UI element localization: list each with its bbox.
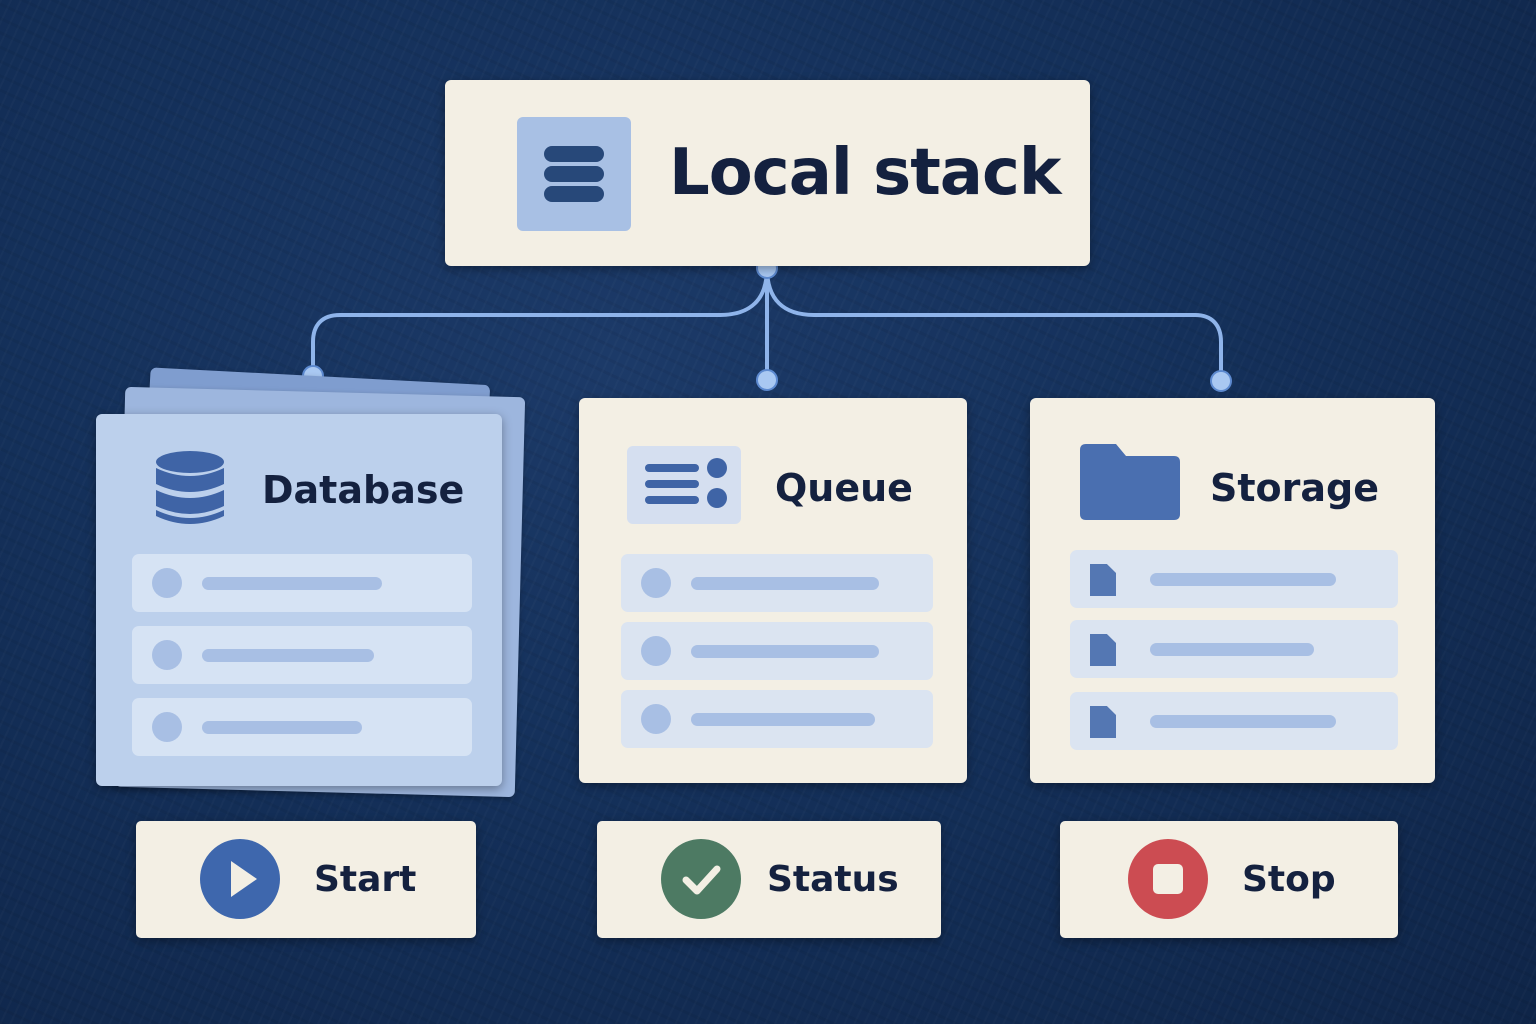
list-item: [1070, 550, 1398, 608]
storage-card[interactable]: Storage: [1030, 398, 1435, 783]
list-item: [132, 626, 472, 684]
status-dot: [641, 704, 671, 734]
title-card: Local stack: [445, 80, 1090, 266]
stop-button-label: Stop: [1242, 859, 1336, 900]
queue-icon: [627, 446, 741, 524]
placeholder-line: [1150, 643, 1314, 656]
folder-icon: [1080, 444, 1180, 520]
placeholder-line: [1150, 715, 1336, 728]
list-item: [621, 554, 933, 612]
file-icon: [1090, 706, 1116, 738]
stop-icon: [1128, 839, 1208, 919]
play-icon: [200, 839, 280, 919]
placeholder-line: [202, 577, 382, 590]
status-dot: [152, 568, 182, 598]
list-item: [1070, 692, 1398, 750]
file-icon: [1090, 634, 1116, 666]
placeholder-line: [691, 713, 875, 726]
page-title: Local stack: [669, 136, 1061, 210]
list-item: [1070, 620, 1398, 678]
placeholder-line: [202, 649, 374, 662]
service-label-queue: Queue: [775, 466, 913, 510]
status-dot: [641, 636, 671, 666]
stack-icon: [517, 117, 631, 231]
start-button-label: Start: [314, 859, 417, 900]
connector-node-storage: [1210, 370, 1232, 392]
service-label-storage: Storage: [1210, 466, 1379, 510]
status-button-label: Status: [767, 859, 899, 900]
connector-storage: [765, 267, 1223, 380]
placeholder-line: [1150, 573, 1336, 586]
stop-button[interactable]: Stop: [1060, 821, 1398, 938]
placeholder-line: [691, 577, 879, 590]
list-item: [621, 690, 933, 748]
status-dot: [152, 640, 182, 670]
status-dot: [641, 568, 671, 598]
start-button[interactable]: Start: [136, 821, 476, 938]
file-icon: [1090, 564, 1116, 596]
queue-card[interactable]: Queue: [579, 398, 967, 783]
connector-node-queue: [756, 369, 778, 391]
service-label-database: Database: [262, 468, 465, 512]
status-button[interactable]: Status: [597, 821, 941, 938]
database-icon: [154, 450, 226, 528]
list-item: [621, 622, 933, 680]
placeholder-line: [202, 721, 362, 734]
list-item: [132, 698, 472, 756]
status-dot: [152, 712, 182, 742]
placeholder-line: [691, 645, 879, 658]
list-item: [132, 554, 472, 612]
database-card[interactable]: Database: [96, 414, 502, 786]
check-icon: [661, 839, 741, 919]
connector-database: [311, 267, 769, 375]
